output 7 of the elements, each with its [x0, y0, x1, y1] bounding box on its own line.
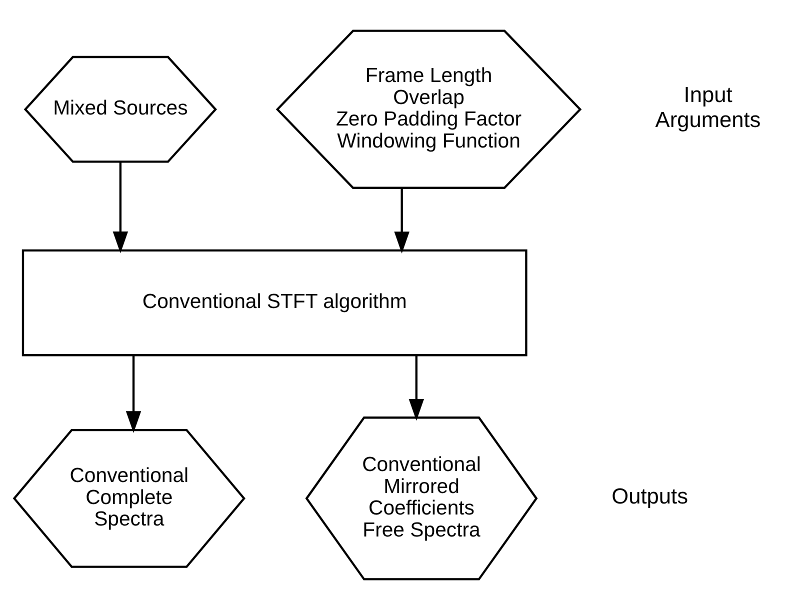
arrow: [126, 354, 142, 432]
label: Input Arguments: [655, 82, 761, 132]
node-box: Conventional STFT algorithm: [22, 248, 528, 356]
arrow: [112, 162, 128, 253]
arrow: [394, 188, 410, 253]
label: Outputs: [612, 483, 688, 508]
arrow: [408, 354, 424, 420]
